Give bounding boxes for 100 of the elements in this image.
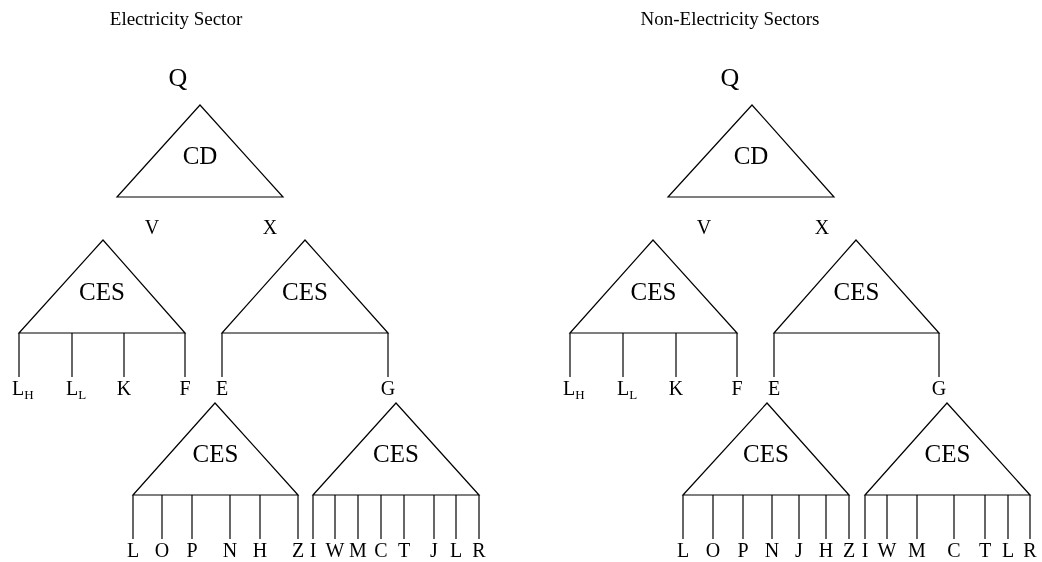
- branch-line: [682, 494, 684, 540]
- node-label: CES: [630, 278, 677, 306]
- branch-line: [312, 494, 314, 540]
- triangle-node: [222, 240, 388, 333]
- branch-line: [259, 494, 261, 540]
- branch-line: [798, 494, 800, 540]
- node-label: CD: [182, 142, 218, 170]
- variable-label: X: [814, 216, 830, 238]
- variable-label: L$_{H}$: [563, 377, 585, 399]
- branch-line: [380, 494, 382, 540]
- branch-line: [712, 494, 714, 540]
- variable-label: O: [705, 539, 721, 561]
- branch-line: [938, 332, 940, 378]
- branch-line: [184, 332, 186, 378]
- variable-label: W: [325, 539, 345, 561]
- triangle-node: [570, 240, 737, 333]
- branch-line: [455, 494, 457, 540]
- node-label: CD: [733, 142, 769, 170]
- node-label: CES: [192, 440, 239, 468]
- variable-label: N: [764, 539, 780, 561]
- variable-label: L$_{L}$: [617, 377, 638, 399]
- variable-label: I: [861, 539, 869, 561]
- sector-title: Electricity Sector: [109, 8, 243, 30]
- branch-line: [478, 494, 480, 540]
- triangle-node: [117, 105, 283, 197]
- variable-label: Q: [720, 64, 740, 92]
- variable-label: G: [931, 377, 947, 399]
- triangle-node: [668, 105, 834, 197]
- variable-label: P: [737, 539, 749, 561]
- branch-line: [71, 332, 73, 378]
- branch-line: [569, 332, 571, 378]
- node-label: CES: [833, 278, 880, 306]
- branch-line: [864, 494, 866, 540]
- variable-label: L: [449, 539, 463, 561]
- variable-label: Q: [168, 64, 188, 92]
- variable-label: P: [186, 539, 198, 561]
- node-label: CES: [282, 278, 328, 306]
- variable-label: V: [144, 216, 160, 238]
- variable-label: K: [668, 377, 684, 399]
- branch-line: [229, 494, 231, 540]
- branch-line: [18, 332, 20, 378]
- branch-line: [886, 494, 888, 540]
- branch-line: [622, 332, 624, 378]
- variable-label: O: [154, 539, 170, 561]
- variable-label: C: [947, 539, 961, 561]
- branch-line: [191, 494, 193, 540]
- variable-label: L: [1001, 539, 1015, 561]
- variable-label: E: [215, 377, 229, 399]
- triangle-node: [683, 403, 849, 495]
- branch-line: [825, 494, 827, 540]
- branch-line: [132, 494, 134, 540]
- triangle-node: [865, 403, 1030, 495]
- variable-label: F: [179, 377, 191, 399]
- variable-label: J: [430, 539, 438, 561]
- branch-line: [742, 494, 744, 540]
- variable-label: M: [908, 539, 926, 561]
- branch-line: [916, 494, 918, 540]
- variable-label: Z: [291, 539, 305, 561]
- branch-line: [848, 494, 850, 540]
- branch-line: [1007, 494, 1009, 540]
- variable-label: L: [676, 539, 690, 561]
- variable-label: F: [731, 377, 743, 399]
- branch-line: [433, 494, 435, 540]
- variable-label: V: [696, 216, 712, 238]
- branch-line: [771, 494, 773, 540]
- branch-line: [123, 332, 125, 378]
- branch-line: [297, 494, 299, 540]
- branch-line: [387, 332, 389, 378]
- branch-line: [675, 332, 677, 378]
- variable-label: T: [397, 539, 411, 561]
- variable-label: C: [374, 539, 388, 561]
- triangle-node: [313, 403, 479, 495]
- variable-label: H: [818, 539, 834, 561]
- triangle-node: [19, 240, 185, 333]
- variable-label: N: [222, 539, 238, 561]
- variable-label: R: [1023, 539, 1037, 561]
- variable-label: Z: [842, 539, 856, 561]
- variable-label: K: [116, 377, 132, 399]
- variable-label: G: [380, 377, 396, 399]
- branch-line: [403, 494, 405, 540]
- variable-label: J: [795, 539, 803, 561]
- branch-line: [984, 494, 986, 540]
- branch-line: [736, 332, 738, 378]
- variable-label: L: [126, 539, 140, 561]
- node-label: CES: [79, 278, 125, 306]
- node-label: CES: [373, 440, 419, 468]
- triangle-node: [133, 403, 298, 495]
- branch-line: [953, 494, 955, 540]
- variable-label: T: [978, 539, 992, 561]
- sector-title: Non-Electricity Sectors: [640, 8, 820, 30]
- variable-label: L$_{H}$: [12, 377, 34, 399]
- variable-label: I: [309, 539, 317, 561]
- branch-line: [773, 332, 775, 378]
- branch-line: [1029, 494, 1031, 540]
- node-label: CES: [924, 440, 971, 468]
- variable-label: E: [767, 377, 781, 399]
- branch-line: [357, 494, 359, 540]
- variable-label: M: [349, 539, 367, 561]
- node-label: CES: [743, 440, 789, 468]
- branch-line: [221, 332, 223, 378]
